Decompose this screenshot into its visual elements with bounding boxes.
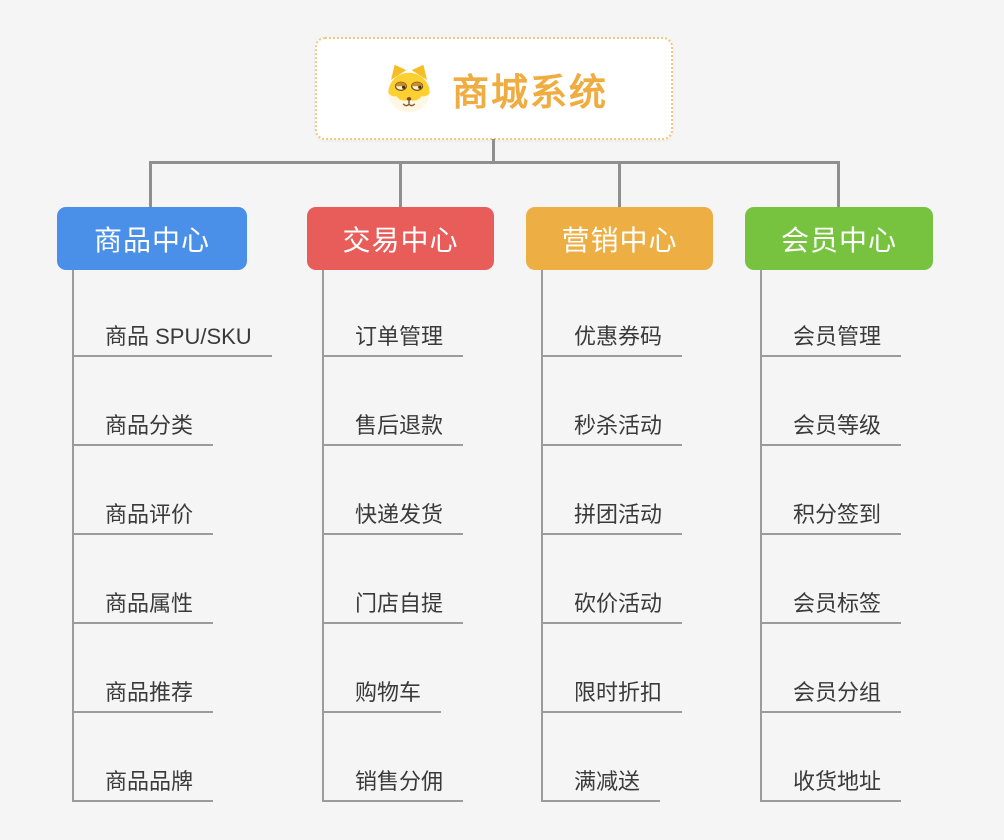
- branch-spine: [322, 270, 324, 802]
- sub-topic[interactable]: 秒杀活动: [541, 412, 683, 446]
- connector-root-vertical: [492, 139, 495, 163]
- branch-marketing-center: 营销中心 优惠券码秒杀活动拼团活动砍价活动限时折扣满减送: [526, 207, 713, 807]
- root-title: 商城系统: [452, 71, 608, 113]
- connector-drop-4: [837, 161, 840, 207]
- connector-drop-3: [618, 161, 621, 207]
- sub-topic[interactable]: 满减送: [541, 768, 661, 802]
- branch-trade-center: 交易中心 订单管理售后退款快递发货门店自提购物车销售分佣: [307, 207, 494, 807]
- sub-topic[interactable]: 会员标签: [760, 590, 902, 624]
- sub-topic[interactable]: 商品分类: [72, 412, 214, 446]
- branch-topic[interactable]: 交易中心: [307, 207, 494, 270]
- sub-topic[interactable]: 售后退款: [322, 412, 464, 446]
- sub-topic[interactable]: 优惠券码: [541, 323, 683, 357]
- sub-topic[interactable]: 收货地址: [760, 768, 902, 802]
- branch-spine: [72, 270, 74, 802]
- sub-topic[interactable]: 商品属性: [72, 590, 214, 624]
- sub-topic[interactable]: 砍价活动: [541, 590, 683, 624]
- sub-topic[interactable]: 积分签到: [760, 501, 902, 535]
- branch-topic[interactable]: 会员中心: [745, 207, 933, 270]
- sub-topic[interactable]: 限时折扣: [541, 679, 683, 713]
- connector-drop-1: [149, 161, 152, 207]
- branch-topic[interactable]: 营销中心: [526, 207, 713, 270]
- branch-topic[interactable]: 商品中心: [57, 207, 247, 270]
- sub-topic[interactable]: 购物车: [322, 679, 442, 713]
- branch-spine: [760, 270, 762, 802]
- connector-horizontal-rail: [149, 161, 840, 164]
- sub-topic[interactable]: 订单管理: [322, 323, 464, 357]
- connector-drop-2: [399, 161, 402, 207]
- sub-topic[interactable]: 门店自提: [322, 590, 464, 624]
- sub-topic[interactable]: 商品推荐: [72, 679, 214, 713]
- sub-topic[interactable]: 会员等级: [760, 412, 902, 446]
- root-topic[interactable]: 商城系统: [315, 37, 673, 140]
- sub-topic[interactable]: 商品评价: [72, 501, 214, 535]
- sub-topic[interactable]: 快递发货: [322, 501, 464, 535]
- branch-product-center: 商品中心 商品 SPU/SKU 商品分类商品评价商品属性商品推荐商品品牌: [57, 207, 272, 807]
- branch-member-center: 会员中心 会员管理会员等级积分签到会员标签会员分组收货地址: [745, 207, 933, 807]
- sub-topic[interactable]: 拼团活动: [541, 501, 683, 535]
- doge-icon: [380, 62, 438, 116]
- sub-topic[interactable]: 会员分组: [760, 679, 902, 713]
- branch-spine: [541, 270, 543, 802]
- sub-topic[interactable]: 销售分佣: [322, 768, 464, 802]
- sub-topic[interactable]: 商品品牌: [72, 768, 214, 802]
- sub-topic[interactable]: 商品 SPU/SKU: [72, 323, 272, 357]
- sub-topic[interactable]: 会员管理: [760, 323, 902, 357]
